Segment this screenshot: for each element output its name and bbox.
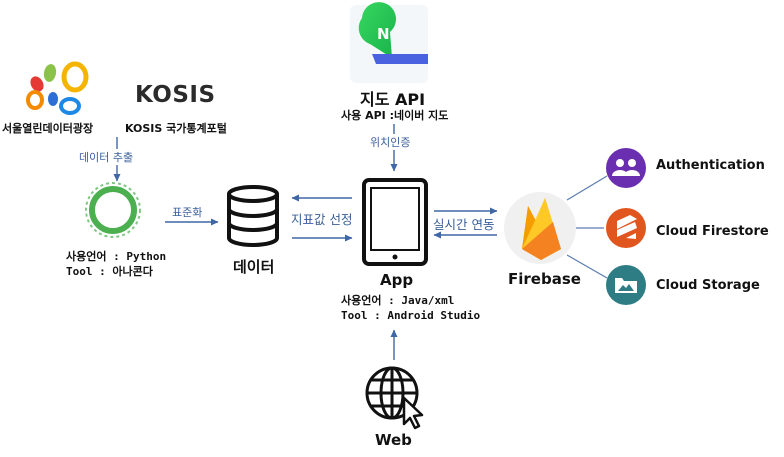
web-label: Web bbox=[375, 431, 412, 449]
python-tool: Tool : 아나콘다 bbox=[66, 265, 153, 278]
web-globe-icon bbox=[365, 366, 419, 420]
edge-label-select-indicators: 지표값 선정 bbox=[291, 212, 353, 227]
cursor-icon bbox=[402, 396, 424, 430]
firebase-logo bbox=[504, 192, 576, 264]
edge-label-extract: 데이터 추출 bbox=[79, 149, 134, 165]
anaconda-logo bbox=[85, 182, 141, 238]
edge-label-location-auth: 위치인증 bbox=[370, 134, 411, 150]
naver-map-icon: N bbox=[350, 2, 428, 83]
seoul-source-label: 서울열린데이터광장 bbox=[2, 122, 94, 135]
app-label: App bbox=[380, 271, 414, 289]
database-icon bbox=[227, 185, 279, 247]
firebase-label: Firebase bbox=[508, 270, 581, 288]
service-label-authentication: Authentication bbox=[656, 158, 765, 173]
service-label-cloud-storage: Cloud Storage bbox=[656, 278, 760, 293]
edge-label-standardize: 표준화 bbox=[172, 206, 203, 219]
auth-service-icon bbox=[606, 148, 646, 188]
kosis-logo: KOSIS bbox=[135, 82, 216, 108]
app-tool: Tool : Android Studio bbox=[341, 309, 481, 322]
app-lang: 사용언어 : Java/xml bbox=[341, 294, 455, 307]
data-node-label: 데이터 bbox=[233, 258, 275, 276]
seoul-open-data-logo bbox=[26, 61, 89, 115]
kosis-source-label: KOSIS 국가통계포털 bbox=[125, 122, 227, 135]
service-connectors bbox=[566, 175, 608, 279]
tablet-icon bbox=[362, 178, 428, 266]
python-lang: 사용언어 : Python bbox=[66, 250, 167, 263]
storage-service-icon bbox=[606, 265, 646, 305]
map-api-subtitle: 사용 API :네이버 지도 bbox=[341, 109, 449, 122]
service-label-cloud-firestore: Cloud Firestore bbox=[656, 224, 769, 239]
map-api-title: 지도 API bbox=[360, 90, 426, 109]
naver-logo-letter: N bbox=[377, 25, 390, 43]
edge-label-realtime-link: 실시간 연동 bbox=[433, 217, 495, 232]
firestore-service-icon bbox=[606, 208, 646, 248]
